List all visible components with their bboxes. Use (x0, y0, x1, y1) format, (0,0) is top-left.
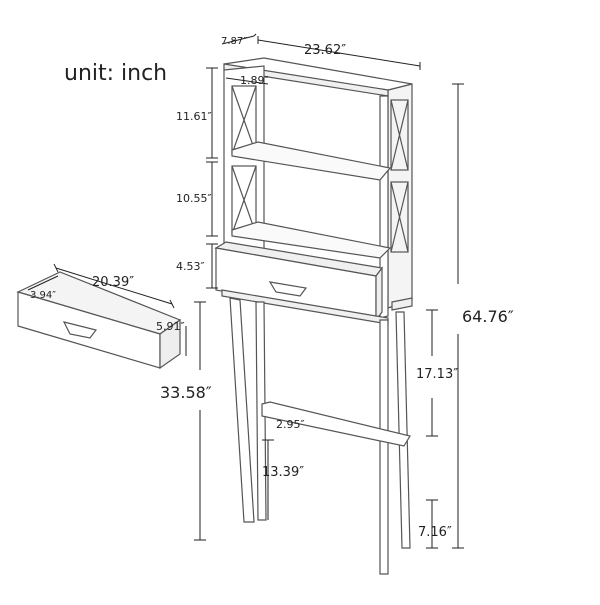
back-left-leg (255, 301, 267, 521)
back-right-leg (395, 311, 411, 549)
left-x-brace (231, 85, 257, 235)
depth-label: 7.87″ (221, 36, 247, 47)
front-left-leg (229, 297, 255, 523)
clearance-height-label: 17.13″ (416, 367, 458, 382)
drawer-handle[interactable] (268, 281, 308, 297)
foot-height-label: 7.16″ (418, 525, 452, 540)
width-label: 23.62″ (304, 43, 346, 58)
side-clearance-label: 1.89″ (240, 74, 269, 87)
crossbar-height-label: 2.95″ (276, 418, 305, 431)
top-shelf-gap-label: 11.61″ (176, 110, 212, 123)
front-right-leg (379, 319, 389, 575)
front-right-post (379, 95, 389, 319)
drawer-height-detail-label: 5.91″ (156, 320, 185, 333)
drawer-depth-label: 3.94″ (30, 290, 56, 301)
right-x-brace (390, 99, 409, 253)
drawer-length-label: 20.39″ (92, 275, 134, 290)
total-height-label: 64.76″ (462, 307, 514, 326)
drawer-detail-side (159, 318, 181, 370)
drawer-side (375, 266, 383, 322)
cross-bar (261, 401, 411, 447)
drawer-height-label: 4.53″ (176, 260, 205, 273)
cabinet-drawing (214, 57, 413, 575)
leg-height-label: 33.58″ (160, 383, 212, 402)
middle-shelf-gap-label: 10.55″ (176, 192, 212, 205)
crossbar-to-floor-label: 13.39″ (262, 465, 304, 480)
drawer-dimension-lines (27, 263, 187, 356)
base-rail-right (391, 297, 413, 311)
dimension-lines (194, 33, 464, 549)
unit-label: unit: inch (64, 61, 167, 86)
upper-shelf (231, 141, 392, 181)
drawer-detail (16, 271, 182, 370)
middle-shelf (231, 221, 392, 259)
drawer-detail-handle (62, 321, 98, 339)
